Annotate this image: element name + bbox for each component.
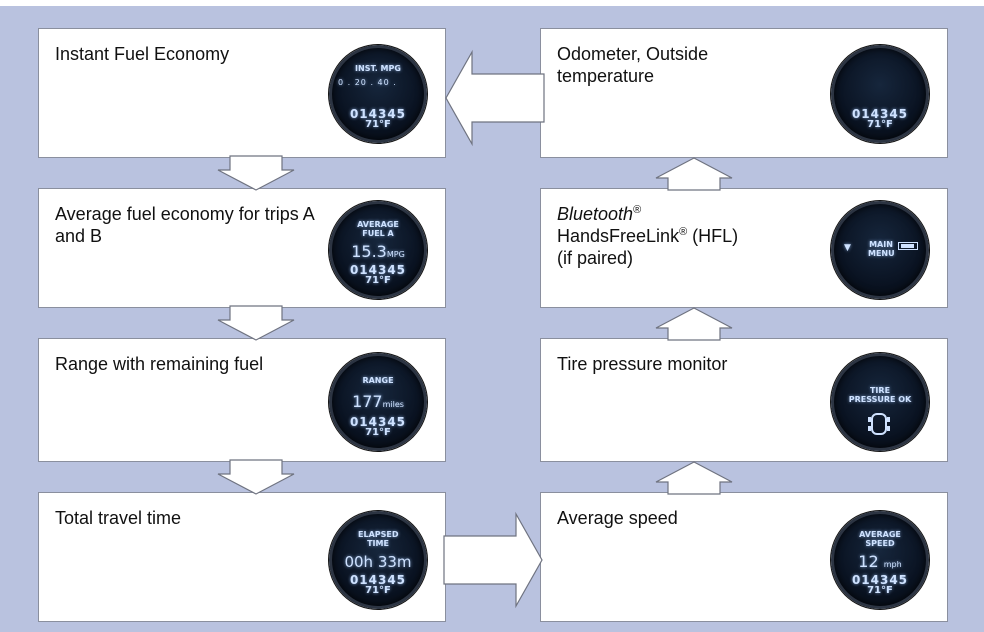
display-odometer: 014345 bbox=[349, 263, 407, 277]
card-label: Instant Fuel Economy bbox=[55, 44, 230, 64]
display-header: RANGE bbox=[362, 376, 394, 385]
gauge-display: INST. MPG 0 . 20 . 40 . 014345 71°F bbox=[329, 45, 427, 143]
display-odometer: 014345 bbox=[851, 107, 909, 121]
display-number: 15.3 bbox=[351, 242, 387, 261]
card-instant-fuel-economy: Instant Fuel Economy INST. MPG 0 . 20 . … bbox=[38, 28, 446, 158]
arrow-left bbox=[445, 49, 545, 147]
label-line-2: HandsFreeLink® (HFL) bbox=[557, 225, 827, 247]
display-header: INST. MPG bbox=[355, 64, 401, 73]
display-odometer: 014345 bbox=[349, 573, 407, 587]
label-line-1: Bluetooth® bbox=[557, 203, 827, 225]
registered-mark: ® bbox=[679, 226, 688, 238]
arrow-down-2 bbox=[217, 305, 295, 341]
card-range: Range with remaining fuel RANGE 177miles… bbox=[38, 338, 446, 462]
display-value: 15.3MPG bbox=[332, 244, 424, 263]
bt-status-row: ▼ MAIN MENU bbox=[842, 240, 920, 258]
card-label: Range with remaining fuel bbox=[55, 354, 264, 374]
display-header: TIRE PRESSURE OK bbox=[848, 386, 912, 404]
arrow-up-3 bbox=[655, 157, 733, 191]
arrow-up-2 bbox=[655, 307, 733, 341]
display-header: ELAPSED TIME bbox=[358, 530, 399, 548]
card-label: Average speed bbox=[557, 508, 678, 528]
arrow-down-3 bbox=[217, 459, 295, 495]
card-label: Total travel time bbox=[55, 508, 182, 528]
display-odometer: 014345 bbox=[349, 107, 407, 121]
bluetooth-word: Bluetooth bbox=[557, 204, 634, 224]
display-unit: mph bbox=[883, 560, 902, 569]
card-average-speed: Average speed AVERAGE SPEED 12 mph 01434… bbox=[540, 492, 948, 622]
card-label: Average fuel economy for trips A and B bbox=[55, 204, 314, 246]
display-unit: MPG bbox=[386, 250, 405, 259]
card-tire-pressure-monitor: Tire pressure monitor TIRE PRESSURE OK bbox=[540, 338, 948, 462]
card-total-travel-time: Total travel time ELAPSED TIME 00h 33m 0… bbox=[38, 492, 446, 622]
card-bluetooth-hfl: Bluetooth® HandsFreeLink® (HFL) (if pair… bbox=[540, 188, 948, 308]
display-header: AVERAGE SPEED bbox=[859, 530, 901, 548]
gauge-display: ELAPSED TIME 00h 33m 014345 71°F bbox=[329, 511, 427, 609]
display-temperature: 71°F bbox=[867, 119, 893, 130]
label-line-3: (if paired) bbox=[557, 248, 634, 268]
gauge-display: AVERAGE FUEL A 15.3MPG 014345 71°F bbox=[329, 201, 427, 299]
display-temperature: 71°F bbox=[365, 585, 391, 596]
display-temperature: 71°F bbox=[365, 275, 391, 286]
display-header: AVERAGE FUEL A bbox=[357, 220, 399, 238]
arrow-right bbox=[443, 511, 543, 609]
display-scale: 0 . 20 . 40 . bbox=[338, 78, 397, 87]
hfl-word: HandsFreeLink bbox=[557, 226, 680, 246]
gauge-display: TIRE PRESSURE OK bbox=[831, 353, 929, 451]
card-label: Odometer, Outside temperature bbox=[557, 44, 709, 86]
arrow-down-1 bbox=[217, 155, 295, 191]
display-unit: miles bbox=[382, 400, 404, 409]
arrow-up-1 bbox=[655, 461, 733, 495]
gauge-display: AVERAGE SPEED 12 mph 014345 71°F bbox=[831, 511, 929, 609]
diagram-background: Instant Fuel Economy INST. MPG 0 . 20 . … bbox=[0, 6, 984, 632]
display-temperature: 71°F bbox=[365, 119, 391, 130]
display-value: 12 mph bbox=[834, 554, 926, 573]
hfl-abbrev: (HFL) bbox=[687, 226, 739, 246]
card-label: Bluetooth® HandsFreeLink® (HFL) (if pair… bbox=[557, 203, 827, 269]
display-odometer: 014345 bbox=[349, 415, 407, 429]
car-tire-icon bbox=[868, 413, 890, 435]
registered-mark: ® bbox=[633, 204, 642, 216]
display-number: 12 bbox=[858, 552, 879, 571]
display-value: 00h 33m bbox=[344, 553, 412, 571]
card-average-fuel-economy: Average fuel economy for trips A and B A… bbox=[38, 188, 446, 308]
card-label: Tire pressure monitor bbox=[557, 354, 728, 374]
gauge-display: RANGE 177miles 014345 71°F bbox=[329, 353, 427, 451]
display-temperature: 71°F bbox=[365, 427, 391, 438]
signal-icon: ▼ bbox=[844, 243, 851, 253]
display-number: 177 bbox=[352, 392, 383, 411]
card-odometer-outside-temperature: Odometer, Outside temperature 014345 71°… bbox=[540, 28, 948, 158]
display-value: 177miles bbox=[332, 394, 424, 413]
display-header: MAIN MENU bbox=[868, 240, 895, 258]
gauge-display: 014345 71°F bbox=[831, 45, 929, 143]
gauge-display: ▼ MAIN MENU bbox=[831, 201, 929, 299]
display-odometer: 014345 bbox=[851, 573, 909, 587]
display-temperature: 71°F bbox=[867, 585, 893, 596]
battery-icon bbox=[898, 242, 918, 250]
